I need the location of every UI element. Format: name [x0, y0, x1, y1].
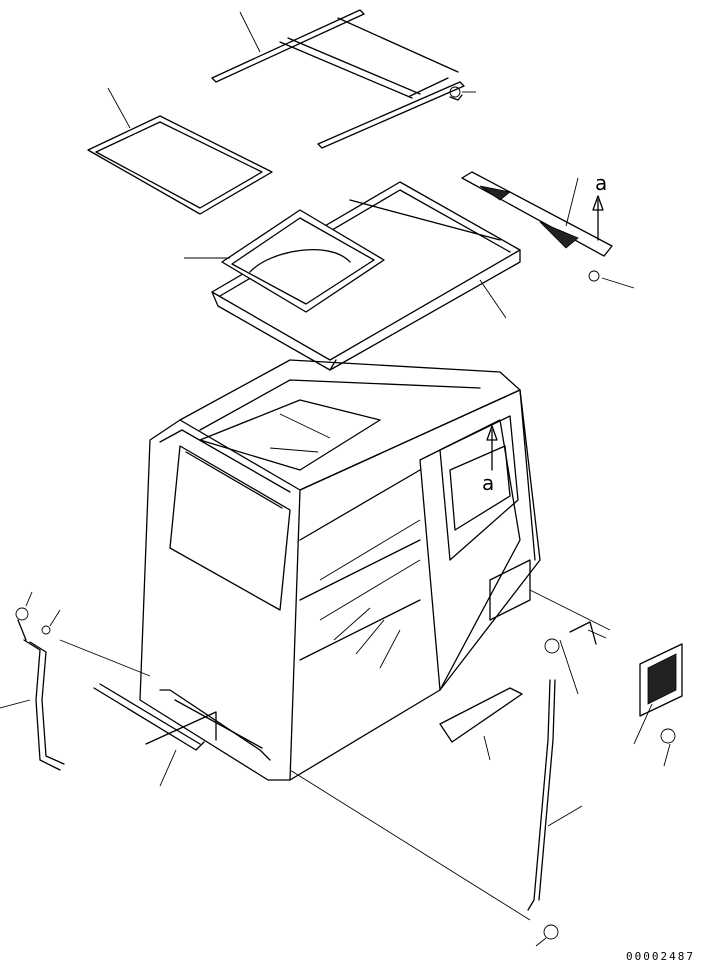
left-bracket-rod	[15, 607, 65, 771]
right-grille	[544, 621, 683, 744]
view-mark-a-door: a	[482, 471, 494, 495]
roof-glass-seal	[87, 115, 273, 215]
cab-body	[139, 359, 541, 781]
door-stay-rod	[527, 679, 559, 940]
floor-cover	[439, 687, 523, 743]
roof-frame-rails	[211, 9, 465, 149]
rear-panel	[461, 171, 613, 282]
leader-lines	[0, 11, 671, 947]
drawing-number: 00002487	[626, 950, 695, 963]
lower-seal	[93, 683, 217, 751]
roof-window	[221, 209, 385, 313]
view-mark-a-top: a	[595, 171, 607, 195]
